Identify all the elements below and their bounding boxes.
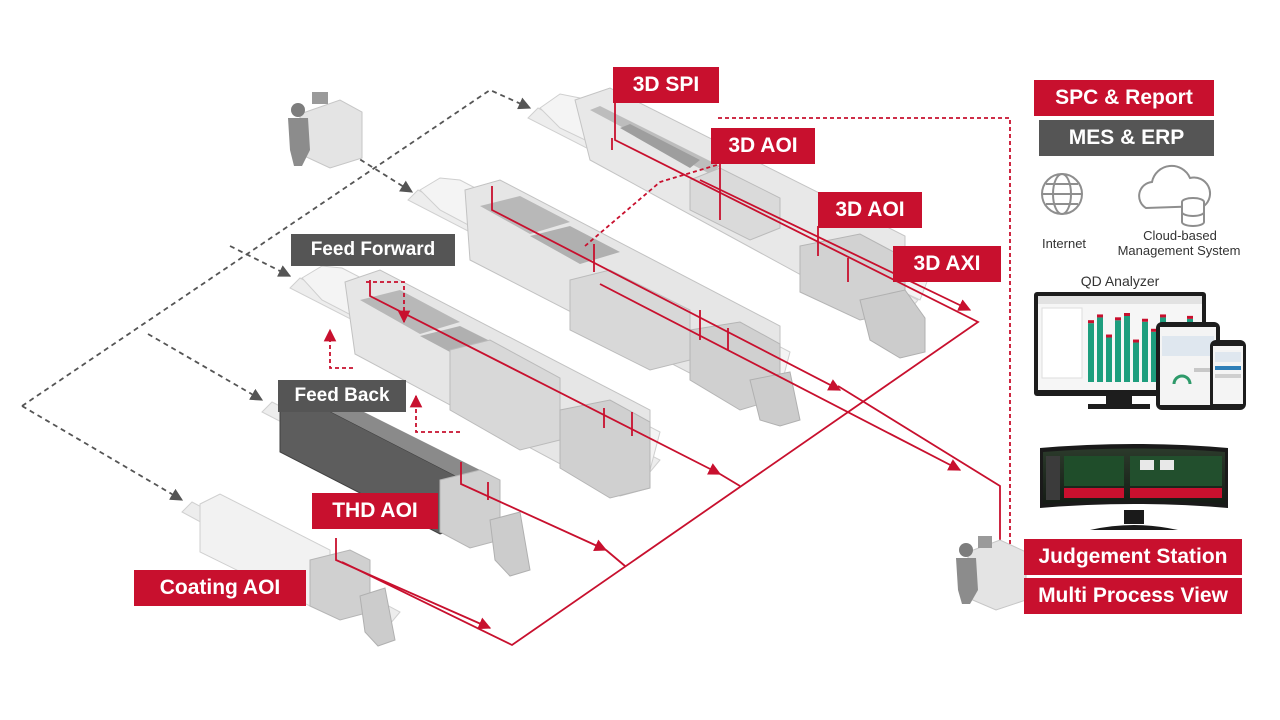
production-line-2: [407, 177, 801, 427]
phone-icon: [1210, 340, 1246, 410]
label-coating-aoi: Coating AOI: [134, 570, 306, 606]
label-feed-forward: Feed Forward: [291, 234, 455, 266]
monitor-icon: [1040, 444, 1228, 530]
analyzer-bar: [1142, 321, 1148, 382]
label-mes-erp: MES & ERP: [1039, 120, 1214, 156]
operator-icon: [956, 536, 1027, 611]
tablet-icon: [1156, 322, 1220, 410]
analyzer-bar-cap: [1133, 339, 1139, 343]
data-network: [335, 102, 1001, 647]
analyzer-bar: [1124, 316, 1130, 382]
production-line-3: [289, 265, 661, 499]
label-multi-process-view: Multi Process View: [1024, 578, 1242, 614]
analyzer-bar: [1106, 337, 1112, 382]
label-judgement-station: Judgement Station: [1024, 539, 1242, 575]
cloud-database-icon: [1138, 164, 1211, 227]
label-spc-report: SPC & Report: [1034, 80, 1214, 116]
analyzer-bar: [1133, 342, 1139, 382]
label-feed-back: Feed Back: [278, 380, 406, 412]
analyzer-bar: [1151, 331, 1157, 382]
analyzer-bar: [1088, 323, 1094, 382]
analyzer-bar-cap: [1088, 320, 1094, 324]
analyzer-bar-cap: [1187, 315, 1193, 319]
analyzer-bar-cap: [1124, 313, 1130, 316]
supply-network: [21, 88, 532, 501]
label-cloud-line1: Cloud-based: [1143, 228, 1217, 243]
globe-icon: [1041, 173, 1083, 215]
label-3d-aoi-post: 3D AOI: [818, 192, 922, 228]
label-3d-spi: 3D SPI: [613, 67, 719, 103]
label-cloud-line2: Management System: [1117, 243, 1241, 258]
operator-icon: [288, 92, 363, 169]
analyzer-bar-cap: [1142, 318, 1148, 322]
label-qd-analyzer: QD Analyzer: [1080, 273, 1160, 289]
analyzer-bar: [1097, 317, 1103, 382]
analyzer-bar-cap: [1097, 314, 1103, 318]
label-3d-axi: 3D AXI: [893, 246, 1001, 282]
feedback-loops: [323, 117, 1011, 548]
label-internet: Internet: [1041, 236, 1087, 251]
label-thd-aoi: THD AOI: [312, 493, 438, 529]
analyzer-bar-cap: [1151, 328, 1157, 332]
analyzer-bar-cap: [1115, 317, 1121, 321]
label-3d-aoi-pre: 3D AOI: [711, 128, 815, 164]
analyzer-bar: [1115, 320, 1121, 382]
analyzer-bar-cap: [1106, 334, 1112, 338]
analyzer-bar-cap: [1160, 314, 1166, 318]
